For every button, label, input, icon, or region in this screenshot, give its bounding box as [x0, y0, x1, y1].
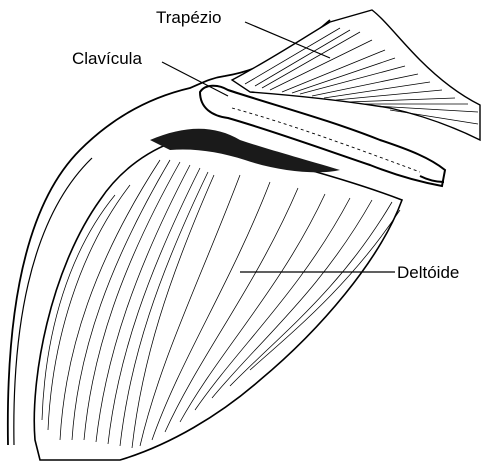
trapezio-label: Trapézio — [156, 9, 222, 26]
deltoide-label: Deltóide — [397, 264, 459, 281]
clavicula-label: Clavícula — [72, 50, 142, 67]
clavicula-leader-line — [162, 62, 228, 96]
